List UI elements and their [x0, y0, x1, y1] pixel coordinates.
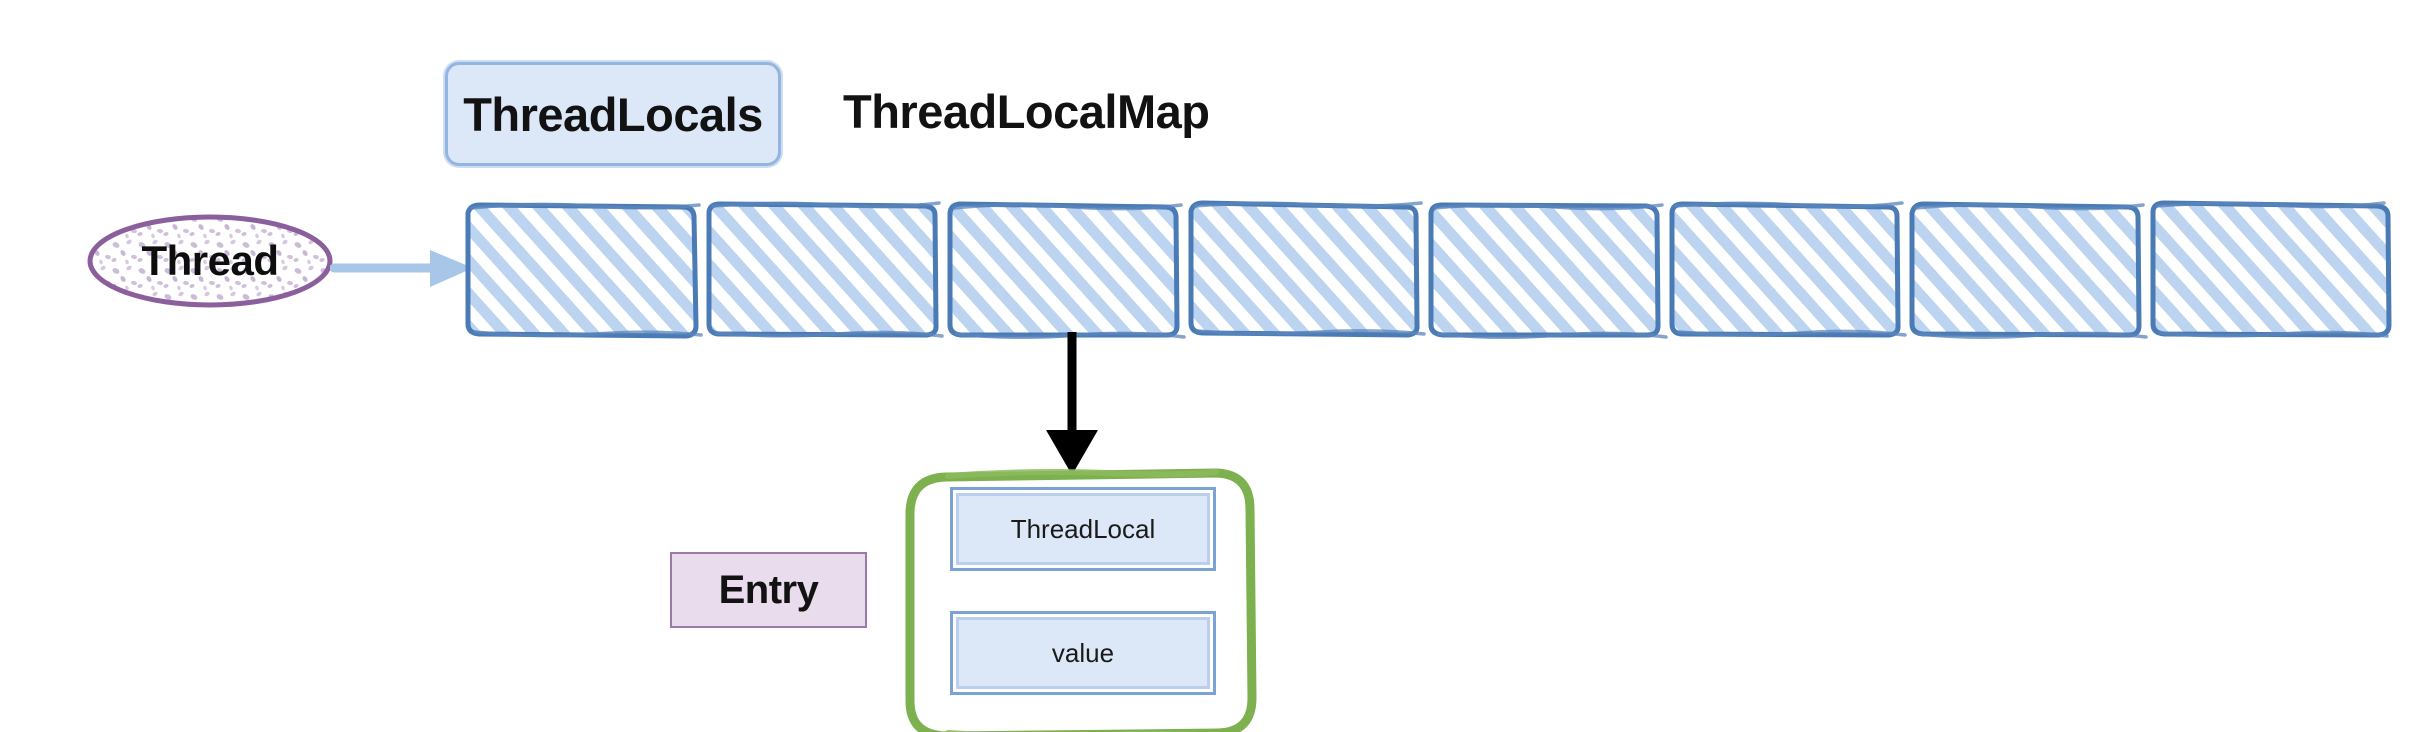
- threadlocals-label-box: ThreadLocals: [445, 62, 781, 166]
- entry-field-value: value: [950, 611, 1216, 695]
- entry-label-box: Entry: [670, 552, 867, 628]
- threadlocalmap-array: [455, 188, 2405, 353]
- entry-field-threadlocal: ThreadLocal: [950, 487, 1216, 571]
- threadlocalmap-label: ThreadLocalMap: [843, 85, 1210, 138]
- thread-to-map-arrow-icon: [329, 240, 480, 298]
- thread-node: [85, 213, 335, 309]
- cell-to-entry-arrow-icon: [1030, 330, 1114, 478]
